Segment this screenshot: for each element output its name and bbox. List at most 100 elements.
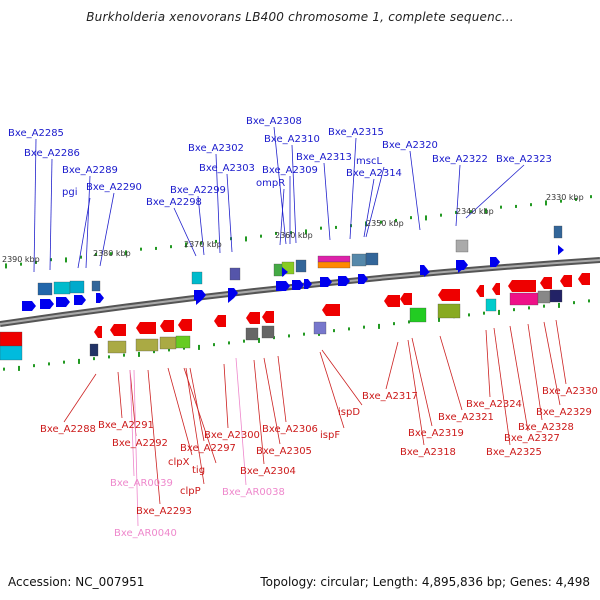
gene-category-box <box>455 239 469 253</box>
reverse-label-leader <box>263 357 281 445</box>
scale-tick-inner <box>33 364 35 368</box>
reverse-gene-arrow <box>136 322 156 334</box>
forward-gene-arrow-small <box>196 295 202 305</box>
gene-category-box <box>191 271 203 285</box>
reverse-label-leader <box>277 355 287 423</box>
scale-tick-inner <box>138 351 140 357</box>
gene-category-box <box>159 336 177 350</box>
forward-gene-arrow-small <box>282 267 288 277</box>
gene-category-box <box>509 292 539 306</box>
gene-category-box <box>245 327 259 341</box>
scale-tick-inner <box>123 353 125 357</box>
forward-gene-arrow-small <box>228 293 234 303</box>
scale-tick-inner <box>213 343 215 347</box>
forward-gene-arrow-small <box>494 257 500 267</box>
gene-category-box <box>229 267 241 281</box>
forward-gene-label: pgi <box>62 187 77 198</box>
rna-label-leader <box>235 357 247 486</box>
scale-tick <box>170 245 172 249</box>
reverse-label-leader <box>509 325 529 432</box>
scale-tick-inner <box>363 325 365 329</box>
forward-gene-arrow <box>22 301 36 311</box>
reverse-label-leader <box>493 327 511 446</box>
reverse-label-leader <box>319 351 345 429</box>
scale-tick <box>215 239 217 243</box>
gene-category-box <box>537 290 551 304</box>
reverse-gene-label: Bxe_A2317 <box>362 391 418 402</box>
reverse-label-leader <box>407 339 425 446</box>
forward-label-leader <box>291 144 297 244</box>
scale-tick-inner <box>483 311 485 315</box>
scale-tick <box>335 225 337 229</box>
forward-gene-arrow-small <box>558 245 564 255</box>
rna-label-leader <box>133 369 139 527</box>
forward-label-leader <box>279 188 285 246</box>
reverse-gene-label: Bxe_A2325 <box>486 447 542 458</box>
forward-label-leader <box>99 192 115 267</box>
reverse-gene-arrow <box>178 319 192 331</box>
scale-tick <box>545 200 547 206</box>
scale-tick-inner <box>243 339 245 343</box>
map-title: Burkholderia xenovorans LB400 chromosome… <box>86 10 514 24</box>
reverse-gene-label: Bxe_A2330 <box>542 386 598 397</box>
scale-tick <box>260 234 262 238</box>
scale-tick-inner <box>408 320 410 324</box>
reverse-label-leader <box>117 371 123 419</box>
scale-tick-inner <box>228 341 230 345</box>
scale-tick <box>95 252 97 256</box>
reverse-gene-label: ispF <box>320 430 340 441</box>
scale-tick-inner <box>573 301 575 305</box>
reverse-gene-label: Bxe_A2328 <box>518 422 574 433</box>
forward-label-leader <box>197 195 205 256</box>
forward-gene-label: Bxe_A2289 <box>62 165 118 176</box>
forward-gene-label: ompR <box>256 178 285 189</box>
forward-gene-arrow-small <box>424 267 430 277</box>
reverse-gene-arrow <box>262 311 274 323</box>
scale-tick <box>65 257 67 263</box>
forward-gene-label: Bxe_A2285 <box>8 128 64 139</box>
scale-tick-inner <box>153 350 155 354</box>
scale-label: 2360 kbp <box>275 231 313 240</box>
gene-category-box <box>91 280 101 292</box>
gene-category-box <box>69 280 85 294</box>
reverse-gene-arrow <box>160 320 174 332</box>
scale-tick <box>515 204 517 208</box>
scale-label: 2380 kbp <box>93 249 131 258</box>
reverse-gene-label: Bxe_A2304 <box>240 466 296 477</box>
reverse-label-leader <box>439 335 463 411</box>
reverse-gene-label: Bxe_A2291 <box>98 420 154 431</box>
scale-label: 2390 kbp <box>2 255 40 264</box>
reverse-gene-arrow <box>384 295 400 307</box>
forward-gene-label: Bxe_A2313 <box>296 152 352 163</box>
forward-label-leader <box>349 137 357 240</box>
reverse-gene-arrow <box>246 312 260 324</box>
scale-tick-inner <box>48 362 50 366</box>
reverse-gene-label: Bxe_A2300 <box>204 430 260 441</box>
forward-label-leader <box>273 126 287 245</box>
reverse-gene-arrow <box>400 293 412 305</box>
reverse-gene-label: Bxe_A2292 <box>112 438 168 449</box>
gene-category-box <box>351 253 367 267</box>
forward-gene-label: Bxe_A2286 <box>24 148 80 159</box>
scale-tick-inner <box>3 367 5 371</box>
scale-tick <box>110 252 112 256</box>
scale-tick <box>80 255 82 259</box>
forward-gene-arrow <box>276 281 290 291</box>
reverse-label-leader <box>189 367 205 442</box>
scale-tick <box>590 195 592 199</box>
scale-tick <box>485 208 487 214</box>
reverse-gene-label: Bxe_A2305 <box>256 446 312 457</box>
reverse-gene-label: Bxe_A2329 <box>536 407 592 418</box>
forward-gene-arrow <box>74 295 86 305</box>
gene-category-box <box>53 281 71 295</box>
scale-tick <box>20 262 22 266</box>
forward-label-leader <box>77 197 91 269</box>
forward-gene-label: Bxe_A2322 <box>432 154 488 165</box>
scale-tick <box>275 231 277 235</box>
forward-gene-label: Bxe_A2290 <box>86 182 142 193</box>
reverse-label-leader <box>183 367 217 464</box>
reverse-gene-arrow <box>492 283 500 295</box>
reverse-gene-label: Bxe_A2293 <box>136 506 192 517</box>
